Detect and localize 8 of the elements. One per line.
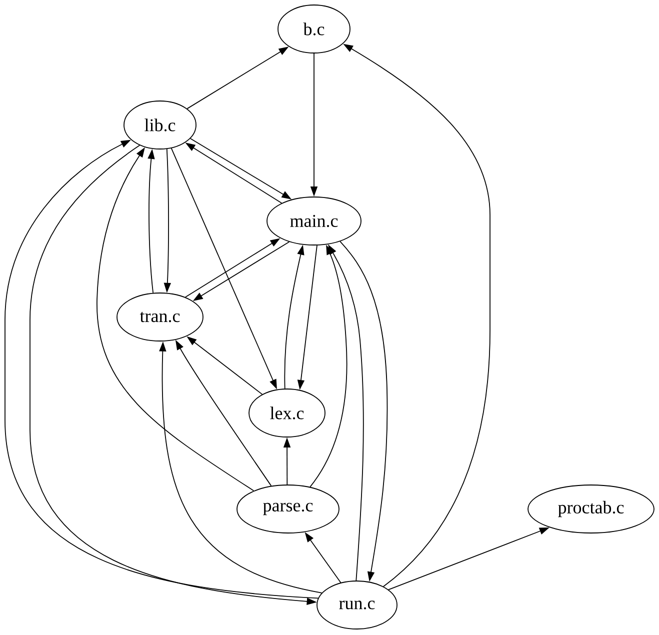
ellipse-node: tran.c [116, 292, 204, 342]
ellipse-node: proctab.c [528, 484, 654, 534]
ellipse-node: b.c [278, 4, 350, 54]
ellipse-node: lib.c [124, 100, 196, 150]
ellipse-node: lex.c [248, 388, 326, 438]
ellipse-node: parse.c [236, 484, 340, 534]
ellipse-node: run.c [316, 580, 398, 630]
ellipse-node: main.c [266, 196, 362, 246]
